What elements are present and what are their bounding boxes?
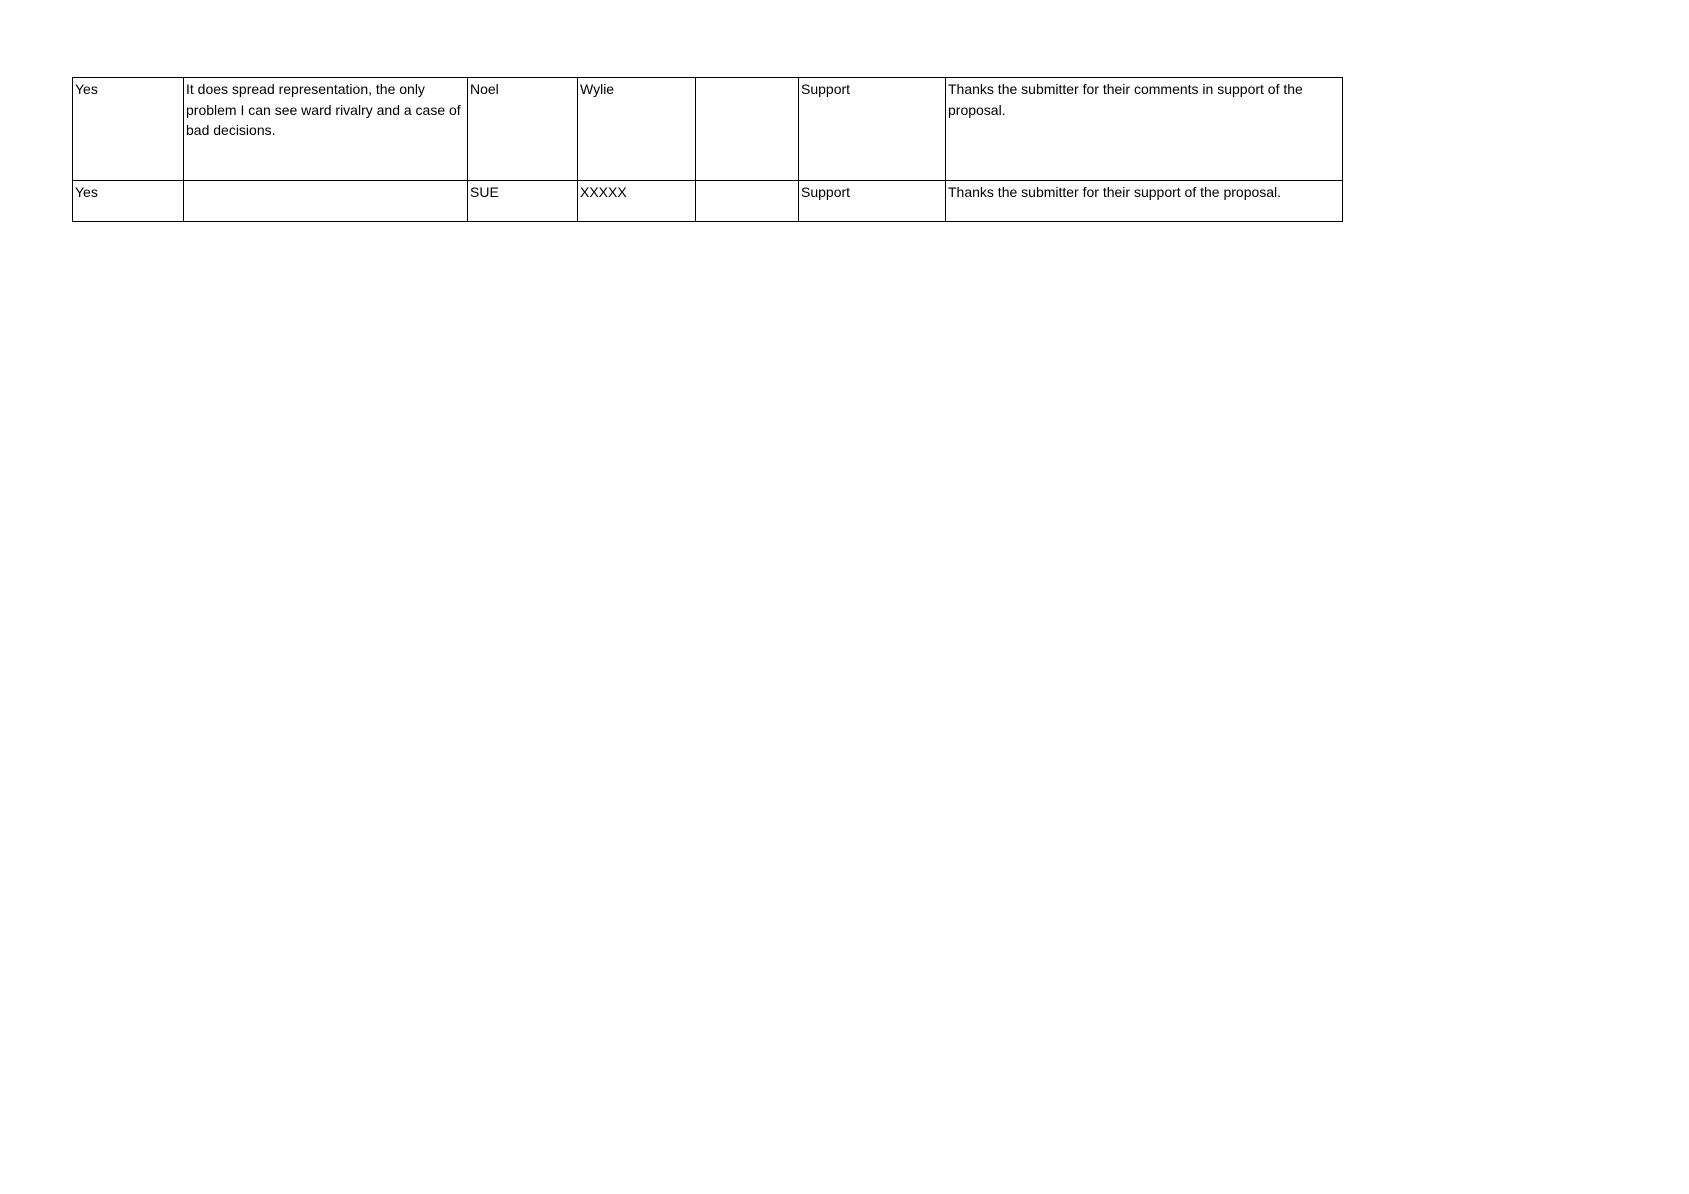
cell-last-name: XXXXX	[577, 180, 696, 222]
cell-comment: It does spread representation, the only …	[183, 77, 468, 181]
cell-first-name: Noel	[467, 77, 578, 181]
cell-council-response: Thanks the submitter for their comments …	[945, 77, 1343, 181]
table-row: Yes It does spread representation, the o…	[72, 77, 1343, 181]
cell-position: Support	[798, 77, 946, 181]
cell-empty	[695, 77, 799, 181]
cell-response: Yes	[72, 77, 184, 181]
cell-first-name: SUE	[467, 180, 578, 222]
cell-comment	[183, 180, 468, 222]
submissions-table: Yes It does spread representation, the o…	[72, 77, 1343, 222]
cell-response: Yes	[72, 180, 184, 222]
cell-position: Support	[798, 180, 946, 222]
cell-last-name: Wylie	[577, 77, 696, 181]
cell-council-response: Thanks the submitter for their support o…	[945, 180, 1343, 222]
cell-empty	[695, 180, 799, 222]
table-row: Yes SUE XXXXX Support Thanks the submitt…	[72, 180, 1343, 222]
